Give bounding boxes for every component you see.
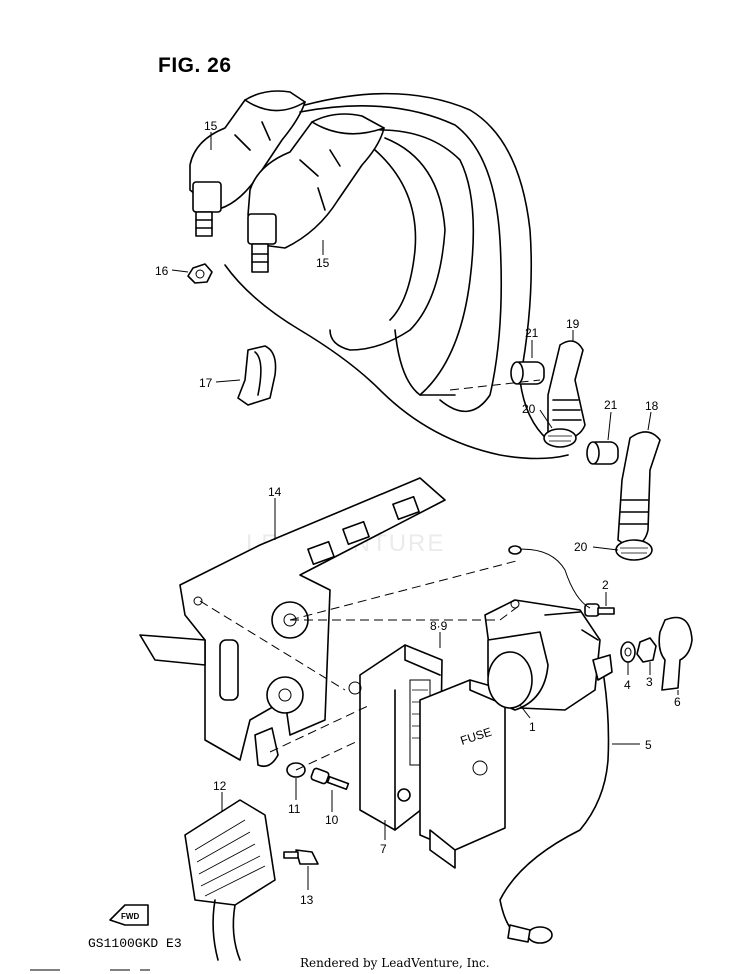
callout-21-lower: 21 [604, 398, 618, 412]
callout-17: 17 [199, 376, 213, 390]
regulator-rectifier-12 [184, 799, 276, 961]
callout-1: 1 [529, 720, 536, 734]
callout-20-lower: 20 [574, 540, 588, 554]
assembly-line-b [290, 604, 521, 621]
fuse-cover [419, 679, 506, 869]
callout-4: 4 [624, 678, 631, 692]
callout-14: 14 [268, 485, 282, 499]
plug-cap-19 [547, 340, 586, 441]
seal-20a [543, 428, 577, 448]
starter-relay-1 [484, 599, 601, 711]
mounting-bracket-14 [139, 477, 446, 768]
callout-15-front: 15 [316, 256, 330, 270]
callout-7: 7 [380, 842, 387, 856]
grommet-21a [510, 361, 545, 385]
nut-3 [636, 637, 657, 663]
nut-16 [187, 263, 213, 284]
callout-labels: 15 15 16 17 21 19 20 21 18 20 14 2 8·9 4… [155, 119, 681, 907]
callout-15-rear: 15 [204, 119, 218, 133]
assembly-line-e [295, 739, 361, 771]
ignition-coil-front [247, 113, 385, 273]
grommet-21b [586, 441, 619, 465]
bolt-13 [283, 849, 319, 865]
ignition-coil-rear [189, 90, 306, 237]
bolt-10 [310, 767, 350, 791]
leader-lines [171, 132, 679, 890]
callout-5: 5 [645, 738, 652, 752]
callout-6: 6 [674, 695, 681, 709]
callout-21-upper: 21 [525, 326, 539, 340]
callout-18: 18 [645, 399, 659, 413]
callout-19: 19 [566, 317, 580, 331]
terminal-cap-6 [658, 616, 693, 691]
assembly-line-a [289, 559, 521, 621]
callout-20-upper: 20 [522, 402, 536, 416]
assembly-line-c [199, 600, 346, 691]
lead-wire-relay [509, 548, 591, 609]
forward-arrow-icon: FWD [109, 904, 149, 926]
assembly-line-d [269, 704, 371, 753]
callout-13: 13 [300, 893, 314, 907]
model-code: GS1100GKD E3 [88, 936, 182, 951]
callout-2: 2 [602, 578, 609, 592]
wire-terminal [508, 545, 522, 555]
battery-cable-5 [499, 654, 613, 944]
high-tension-leads [224, 92, 569, 460]
assembly-line-f [449, 379, 541, 391]
callout-12: 12 [213, 779, 227, 793]
callout-3: 3 [646, 675, 653, 689]
fwd-label: FWD [121, 912, 139, 921]
figure-title: FIG. 26 [158, 54, 232, 77]
callout-16: 16 [155, 264, 169, 278]
credit-text: Rendered by LeadVenture, Inc. [300, 956, 490, 970]
clamp-17 [237, 345, 277, 406]
callout-10: 10 [325, 813, 339, 827]
plug-cap-18 [617, 431, 661, 549]
seal-20b [615, 539, 653, 561]
callout-8-9: 8·9 [430, 619, 448, 633]
bolt-2 [584, 603, 615, 617]
callout-11: 11 [288, 802, 301, 816]
washer-4 [620, 641, 636, 663]
